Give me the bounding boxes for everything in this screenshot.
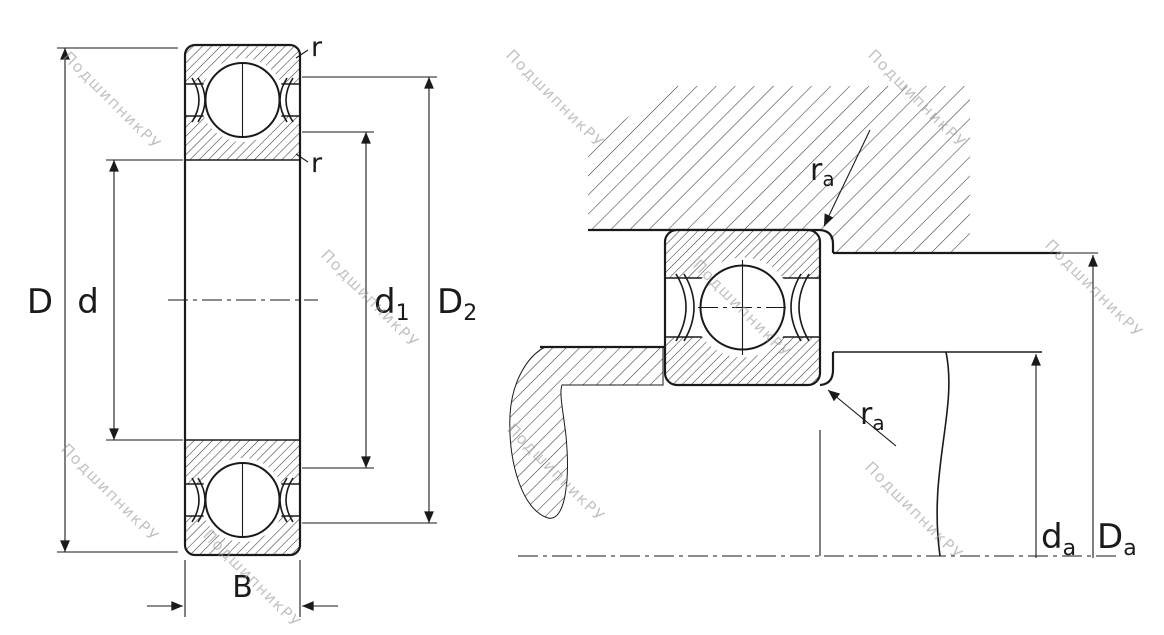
label-ra-top: ra [810, 153, 835, 191]
bearing-mounted-section [663, 228, 822, 387]
dimension-B: B [147, 560, 338, 617]
label-r-bottom: r [311, 148, 323, 179]
seal-icon [285, 77, 294, 123]
dimension-Da: Da [1088, 254, 1137, 561]
dimension-D2: D2 [302, 76, 477, 524]
seal-icon [191, 477, 200, 523]
annotation-r-top: r [295, 32, 323, 63]
bearing-front-section [183, 43, 302, 557]
watermark: ПодшипникРУ [59, 48, 164, 153]
annotation-ra-top: ra [810, 129, 871, 227]
annotation-ra-bottom: ra [827, 389, 897, 447]
seal-icon [683, 273, 695, 342]
label-D2: D2 [437, 282, 477, 326]
annotation-r-bottom: r [295, 148, 323, 179]
label-Da: Da [1097, 517, 1137, 561]
seal-icon [197, 477, 206, 523]
shaft-break-line [936, 351, 950, 557]
watermark: ПодшипникРУ [57, 440, 162, 545]
dimension-D: D [27, 47, 178, 553]
right-view: ra ra da Da [509, 86, 1137, 561]
seal-icon [279, 477, 288, 523]
watermark: ПодшипникРУ [502, 46, 607, 151]
housing-hatch [588, 86, 970, 253]
seal-icon [675, 273, 687, 342]
seal-icon [197, 77, 206, 123]
shaft-shoulder-hatch [509, 346, 664, 519]
dimension-d: d [77, 159, 183, 441]
left-view: D d d1 D2 B [27, 32, 477, 617]
label-D: D [27, 282, 53, 322]
label-ra-bottom: ra [860, 397, 885, 435]
label-da: da [1041, 517, 1076, 561]
seal-icon [798, 273, 810, 342]
dimension-d1: d1 [302, 131, 410, 469]
watermark: ПодшипникРУ [317, 246, 422, 351]
watermark: ПодшипникРУ [1041, 236, 1146, 341]
watermark: ПодшипникРУ [861, 458, 966, 563]
housing-section [588, 86, 1098, 255]
label-d1: d1 [374, 282, 410, 326]
label-r-top: r [311, 32, 323, 63]
seal-icon [285, 477, 294, 523]
shaft-section [509, 345, 1042, 557]
dimension-da: da [1031, 354, 1076, 561]
seal-icon [790, 273, 802, 342]
seal-icon [279, 77, 288, 123]
label-d: d [77, 282, 99, 322]
label-B: B [232, 570, 253, 605]
seal-icon [191, 77, 200, 123]
